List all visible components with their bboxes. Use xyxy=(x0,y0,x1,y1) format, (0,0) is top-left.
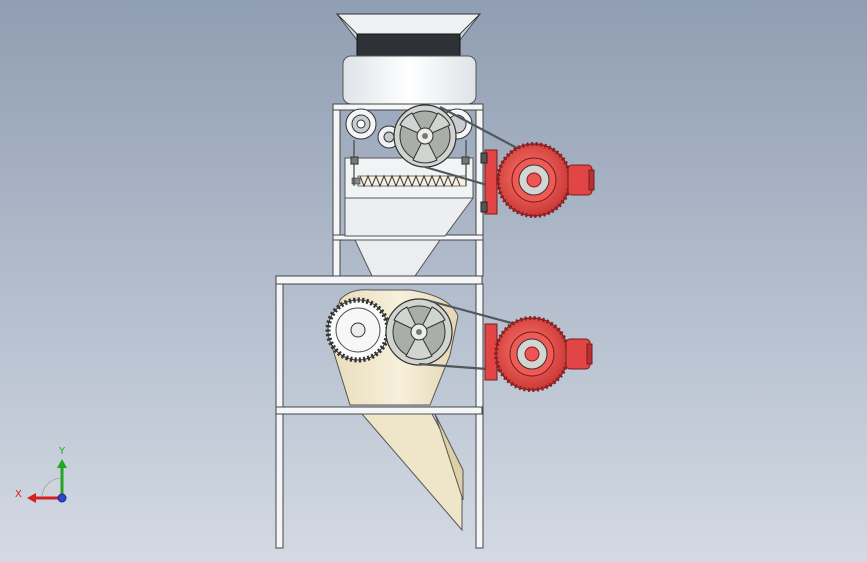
y-axis-label: Y xyxy=(58,446,66,457)
coordinate-triad: Y X xyxy=(15,446,67,503)
screw-conveyor[interactable] xyxy=(351,174,467,188)
lower-drive-pulley[interactable] xyxy=(385,298,453,366)
upper-motor[interactable] xyxy=(480,142,595,218)
z-axis-dot-icon xyxy=(57,493,67,503)
upper-drive-pulley[interactable] xyxy=(393,104,457,168)
middle-frame xyxy=(275,275,484,549)
upper-bearing-left[interactable] xyxy=(345,108,377,140)
x-axis-label: X xyxy=(15,489,22,500)
crusher-gear-roller[interactable] xyxy=(325,297,391,363)
lower-motor[interactable] xyxy=(484,316,593,392)
feed-hopper[interactable] xyxy=(335,13,482,105)
